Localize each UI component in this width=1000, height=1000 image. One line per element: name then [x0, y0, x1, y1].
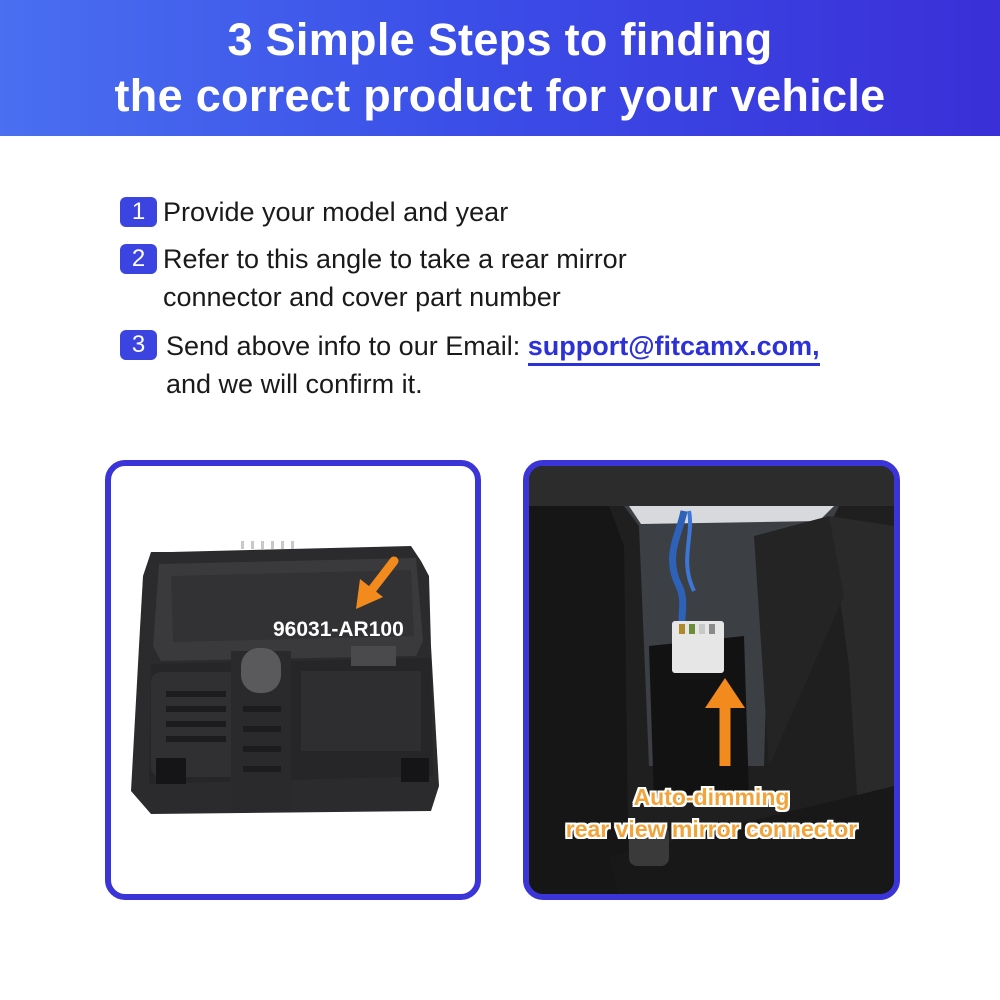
step-2-line-1: Refer to this angle to take a rear mirro…: [163, 244, 627, 274]
connector-photo-illustration: [529, 466, 894, 894]
step-1-line-1: Provide your model and year: [163, 197, 509, 227]
connector-label-line-2: rear view mirror connector: [565, 816, 858, 842]
arrow-icon: [705, 678, 745, 766]
step-2-line-2: connector and cover part number: [163, 282, 561, 312]
step-1: 1 Provide your model and year: [120, 193, 508, 231]
step-3-badge: 3: [120, 330, 157, 360]
cover-part-number: 96031-AR100: [273, 618, 404, 641]
connector-label-line-1: Auto-dimming: [633, 784, 790, 810]
mirror-cover-illustration: [131, 541, 439, 814]
step-1-text: Provide your model and year: [163, 193, 508, 231]
step-3: 3 Send above info to our Email: support@…: [120, 327, 820, 403]
support-email-link[interactable]: support@fitcamx.com,: [527, 331, 820, 366]
step-1-badge: 1: [120, 197, 157, 227]
connector-photo-frame: Auto-dimming rear view mirror connector: [523, 460, 900, 900]
step-3-line-1-prefix: Send above info to our Email:: [166, 331, 528, 361]
banner-title-line-1: 3 Simple Steps to finding: [227, 14, 773, 65]
step-2-badge: 2: [120, 244, 157, 274]
step-3-line-1: Send above info to our Email: support@fi…: [166, 327, 820, 366]
cover-photo-frame: 96031-AR100: [105, 460, 481, 900]
header-banner: 3 Simple Steps to finding the correct pr…: [0, 0, 1000, 136]
step-3-text: Send above info to our Email: support@fi…: [166, 327, 820, 403]
arrow-icon: [356, 556, 399, 609]
step-3-line-2: and we will confirm it.: [166, 369, 423, 399]
banner-title-line-2: the correct product for your vehicle: [114, 70, 886, 121]
step-2-text: Refer to this angle to take a rear mirro…: [163, 240, 627, 316]
step-2: 2 Refer to this angle to take a rear mir…: [120, 240, 627, 316]
